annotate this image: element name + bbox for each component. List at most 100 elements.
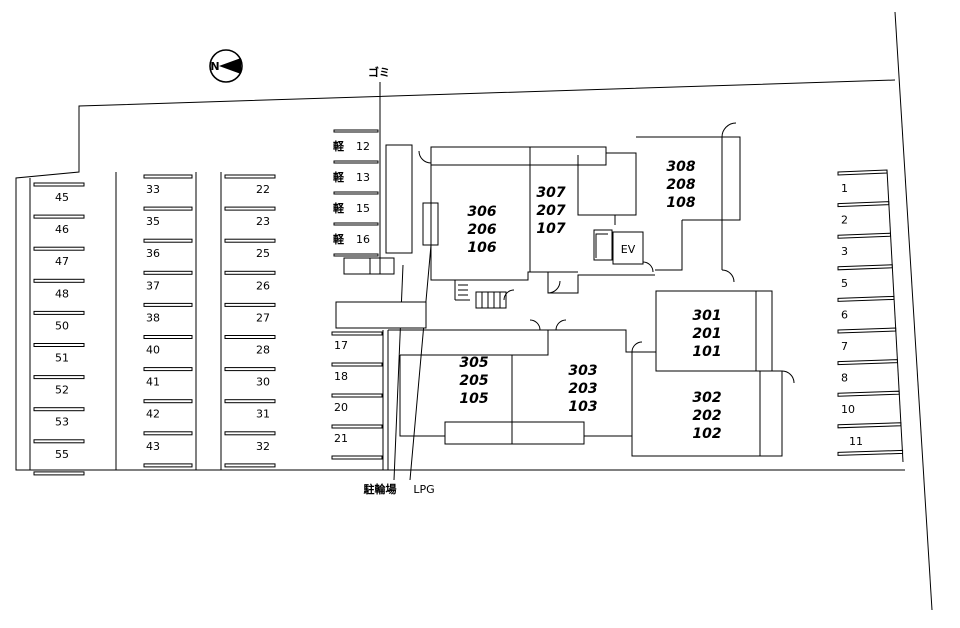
parking-lot-number: 11 (849, 435, 863, 448)
parking-stall-line (224, 367, 276, 372)
parking-lot-number: 35 (146, 215, 160, 228)
parking-stall-line (33, 407, 85, 412)
parking-lot-number: 10 (841, 403, 855, 416)
kei-lot-number: 15 (356, 202, 370, 215)
parking-lot-number: 21 (334, 432, 348, 445)
parking-lot-number: 47 (55, 255, 69, 268)
parking-lot-number: 18 (334, 370, 348, 383)
parking-lot-number: 7 (841, 340, 848, 353)
building: EV (388, 122, 795, 457)
unit-number: 301 (692, 308, 721, 324)
parking-stall-line (33, 310, 85, 315)
parking-lot-number: 20 (334, 401, 348, 414)
parking-stall-line (837, 390, 900, 397)
compass-arrow-icon (219, 58, 241, 74)
parking-stall-line (331, 362, 383, 367)
unit-number: 206 (467, 222, 496, 238)
garbage-area: ゴミ (343, 65, 413, 275)
parking-lot-number: 28 (256, 344, 270, 357)
parking-stall-line (837, 359, 898, 366)
unit-number: 308 (666, 159, 695, 175)
parking-stall-line (837, 201, 890, 208)
unit-number: 303 (568, 363, 597, 379)
parking-stall-line (331, 424, 383, 429)
parking-stall-line (143, 174, 193, 179)
parking-lot-number: 22 (256, 183, 270, 196)
balcony-lower (444, 421, 585, 445)
parking-lot-number: 51 (55, 352, 69, 365)
parking-stall-line (224, 399, 276, 404)
unit-number: 105 (459, 391, 488, 407)
balcony-302 (759, 370, 783, 457)
parking-stall-line (33, 214, 85, 219)
unit-number: 101 (692, 344, 721, 360)
parking-lot-number: 17 (334, 339, 348, 352)
unit-number: 306 (467, 204, 496, 220)
kei-lot-number: 16 (356, 233, 370, 246)
unit-number: 208 (666, 177, 695, 193)
unit-number: 201 (692, 326, 721, 342)
parking-stall-line (333, 191, 379, 195)
bicycle-shelter (335, 301, 427, 329)
unit-number: 302 (692, 390, 721, 406)
parking-stall-line (333, 160, 379, 164)
parking-lot-number: 23 (256, 215, 270, 228)
parking-lot-number: 37 (146, 279, 160, 292)
parking-lot-number: 48 (55, 287, 69, 300)
unit-number: 103 (568, 399, 597, 415)
kei-lot-prefix: 軽 (333, 139, 345, 153)
parking-stall-line (333, 222, 379, 226)
parking-lot-number: 27 (256, 311, 270, 324)
parking-lot-number: 38 (146, 311, 160, 324)
parking-lot-number: 31 (256, 408, 270, 421)
kei-lot-prefix: 軽 (333, 201, 345, 215)
elevator (612, 231, 644, 265)
parking-stall-line (224, 302, 276, 307)
bicycle-parking-label: 駐輪場 (364, 482, 397, 496)
stair-upper (593, 229, 613, 261)
parking-lot-number: 2 (841, 214, 848, 227)
unit-number: 205 (459, 373, 488, 389)
parking-stall-line (333, 253, 379, 257)
parking-stall-line (837, 169, 888, 176)
parking-stall-line (333, 129, 379, 133)
balcony-301 (755, 290, 773, 372)
parking-stall-line (331, 393, 383, 398)
parking-lot-number: 42 (146, 408, 160, 421)
balcony-308 (721, 136, 741, 221)
parking-stall-line (331, 331, 383, 336)
parking-stall-line (33, 182, 85, 187)
parking-stall-line (224, 335, 276, 339)
parking-lot-number: 5 (841, 277, 848, 290)
kei-lot-number: 13 (356, 171, 370, 184)
parking-stall-line (33, 246, 85, 251)
elevator-label: EV (621, 243, 636, 256)
parking-stall-line (224, 174, 276, 179)
parking-stall-line (33, 439, 85, 444)
parking-lot-number: 8 (841, 372, 848, 385)
parking-stall-line (143, 399, 193, 404)
parking-column-lines (29, 169, 904, 470)
kei-lot-prefix: 軽 (333, 232, 345, 246)
unit-number: 207 (536, 203, 565, 219)
parking-lot-number: 33 (146, 183, 160, 196)
parking-lot-number: 52 (55, 384, 69, 397)
unit-number: 107 (536, 221, 565, 237)
parking-stall-line (143, 270, 193, 275)
parking-lot-number: 6 (841, 308, 848, 321)
room-301 (655, 290, 757, 372)
parking-stall-line (143, 302, 193, 307)
compass-circle-icon (209, 49, 243, 83)
unit-labels: 3062061063072071073082081083012011013022… (459, 159, 721, 442)
unit-number: 102 (692, 426, 721, 442)
compass-label: N (210, 60, 219, 73)
parking-stall-line (224, 270, 276, 275)
kei-lot-prefix: 軽 (333, 170, 345, 184)
parking-stall-line (331, 455, 383, 460)
parking-lot-number: 36 (146, 247, 160, 260)
parking-stall-line (33, 375, 85, 380)
parking-lot-number: 3 (841, 245, 848, 258)
lpg-label: LPG (413, 483, 434, 496)
parking-lot-number: 46 (55, 223, 69, 236)
